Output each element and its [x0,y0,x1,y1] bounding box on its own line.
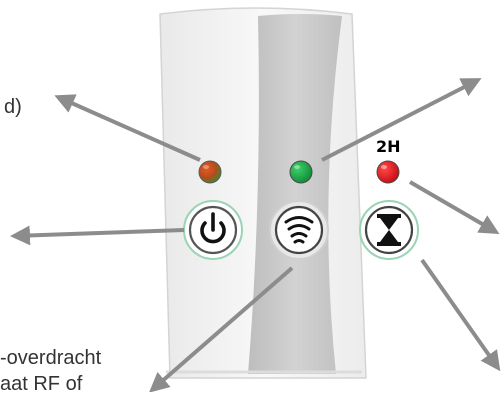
power-button [183,200,243,260]
arrow-wireless-led [321,78,482,162]
wireless-button [269,200,329,260]
caption-top-left: d) [4,96,22,118]
device-body [159,7,367,379]
arrow-timer-led [408,180,500,235]
annotation-arrows [10,78,501,392]
caption-bottom-left-line1: -overdracht [0,347,102,369]
arrow-timer-button [420,258,501,372]
power-icon [200,212,226,244]
timer-button [359,200,419,260]
wireless-led [289,160,313,184]
timer-led [376,160,400,184]
caption-bottom-left-line2: aat RF of [0,373,83,395]
wireless-icon [284,216,314,244]
power-led [198,160,222,184]
arrow-power-button [10,225,185,246]
hourglass-icon [377,214,401,246]
timer-badge: 2H [376,137,401,156]
arrow-wireless-button [148,266,294,392]
arrow-power-led [54,94,201,162]
